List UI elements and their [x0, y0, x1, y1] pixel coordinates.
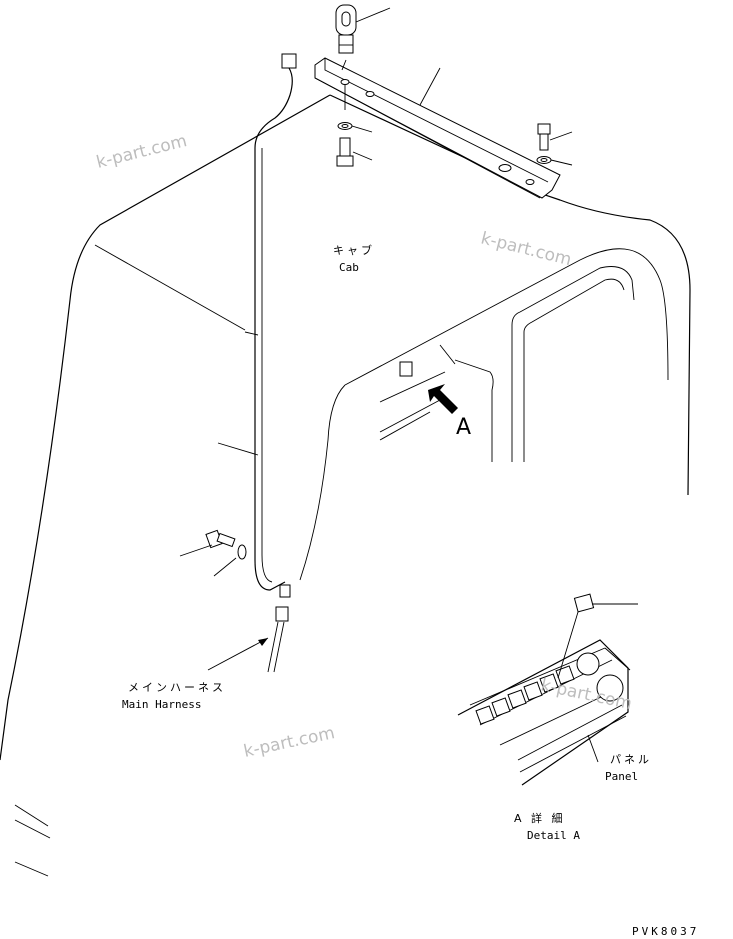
harness-wire	[217, 53, 297, 673]
watermark-3: k-part.com	[242, 723, 337, 762]
harness-label-en: Main Harness	[122, 698, 201, 711]
detail-label-jp: A 詳 細	[514, 811, 566, 825]
drawing-code: PVK8037	[632, 925, 699, 938]
light-bracket	[314, 57, 561, 199]
detail-label-en: Detail A	[527, 829, 580, 842]
harness-arrowhead	[258, 638, 268, 646]
switch-part	[399, 344, 456, 377]
view-a-label: A	[456, 415, 471, 440]
panel-leader	[587, 734, 599, 763]
cab-label-jp: キャブ	[333, 243, 375, 257]
panel-detail	[457, 593, 638, 786]
beacon-lamp	[335, 4, 391, 54]
watermark-2: k-part.com	[479, 228, 574, 270]
view-a-arrow	[428, 384, 458, 414]
cab-outline	[0, 94, 691, 877]
harness-label-jp: メインハーネス	[128, 681, 226, 694]
panel-label-jp: パネル	[610, 753, 652, 766]
panel-label-en: Panel	[605, 770, 638, 783]
pillar-fasteners	[179, 529, 247, 577]
cab-label-en: Cab	[339, 261, 359, 274]
top-fasteners	[336, 67, 573, 167]
harness-leader	[207, 637, 269, 671]
watermark-1: k-part.com	[94, 131, 189, 173]
